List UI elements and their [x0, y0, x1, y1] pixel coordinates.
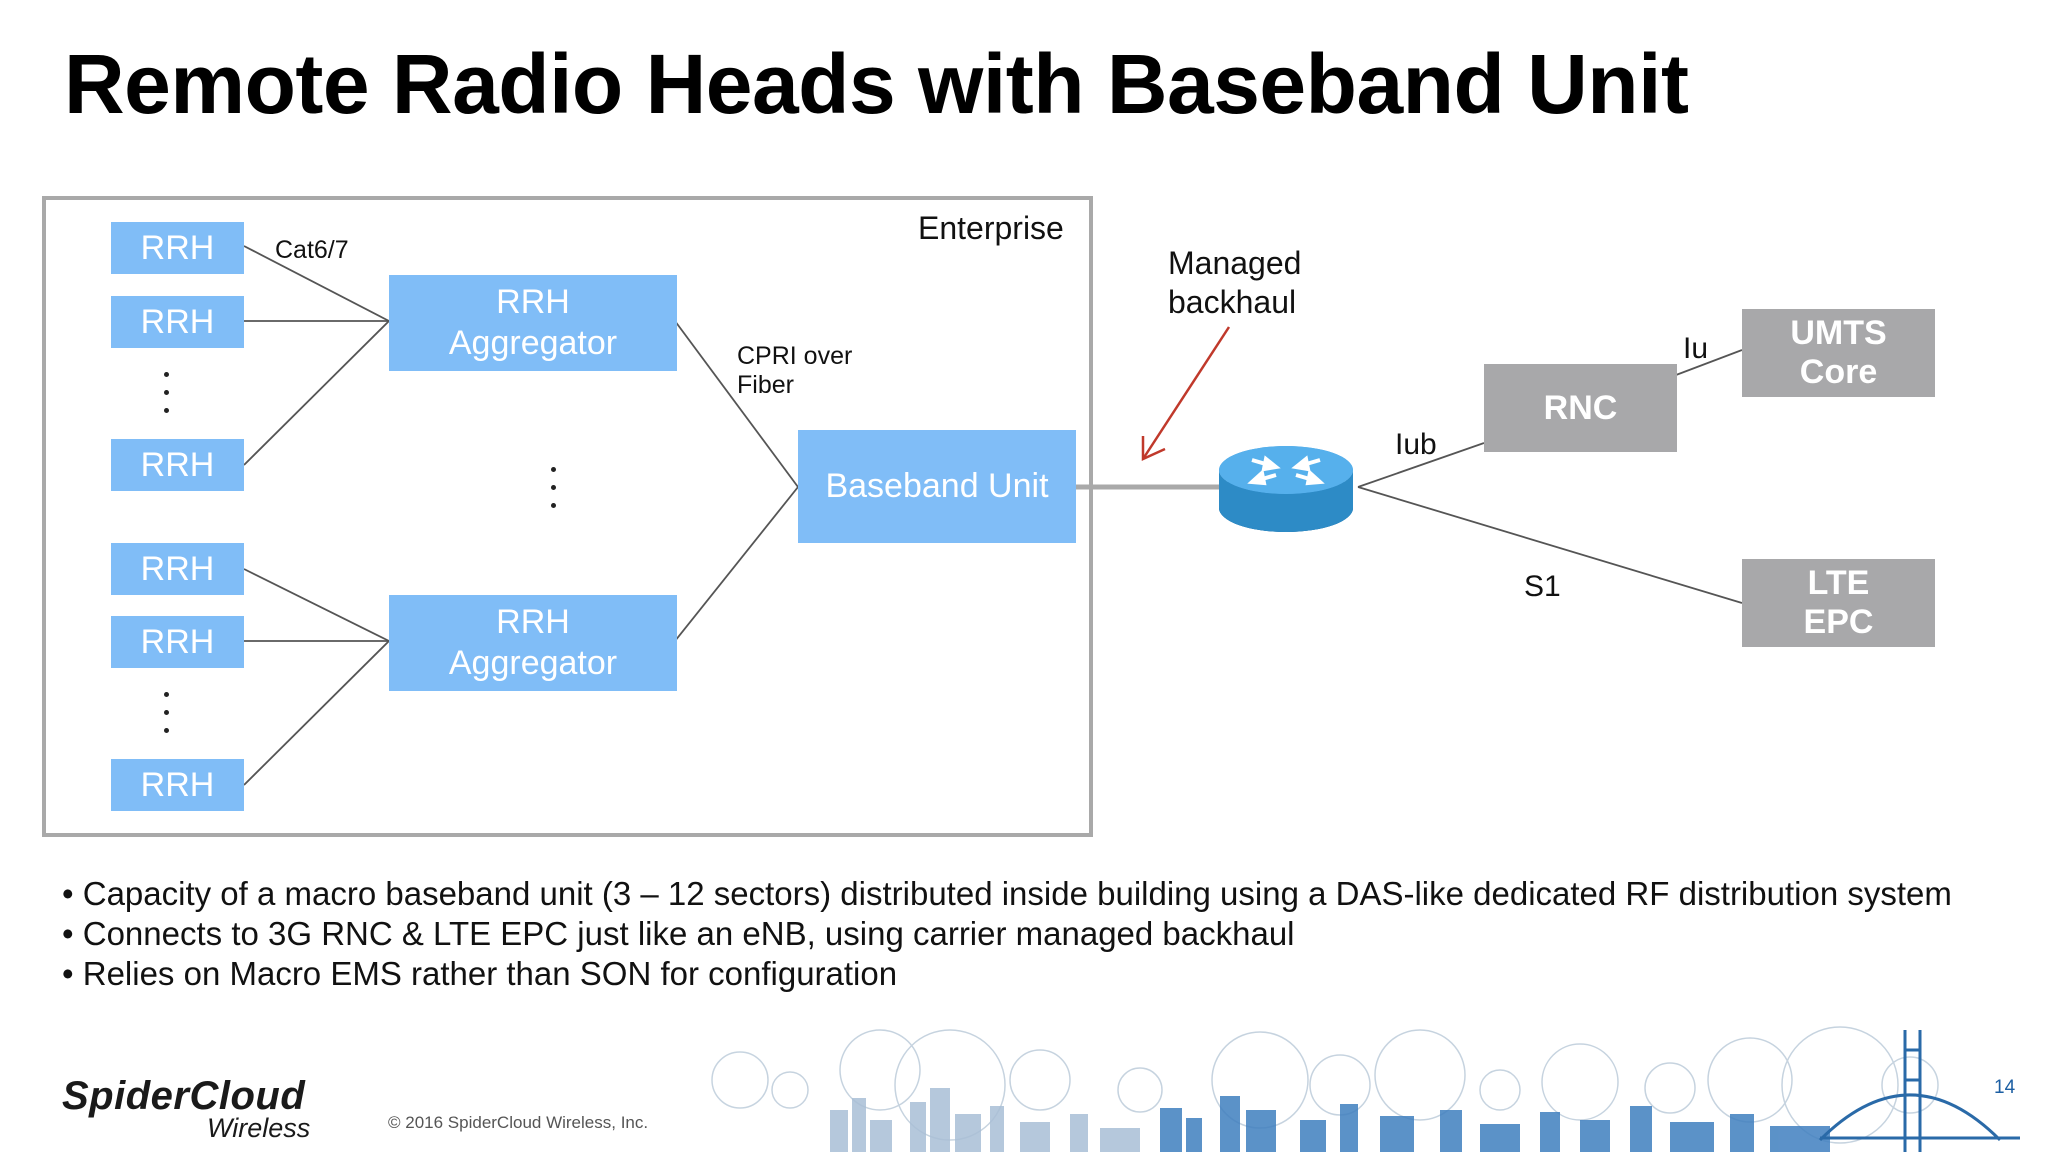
spidercloud-logo: SpiderCloud Wireless [62, 1074, 311, 1143]
link-rrh3-agg1 [243, 320, 390, 466]
page-number: 14 [1994, 1077, 2016, 1098]
cat-link-label: Cat6/7 [275, 236, 349, 264]
bullet-list: • Capacity of a macro baseband unit (3 –… [62, 874, 1952, 994]
router-icon [1219, 446, 1353, 532]
copyright-text: © 2016 SpiderCloud Wireless, Inc. [388, 1113, 649, 1132]
link-router-rnc [1357, 442, 1485, 488]
bullet-item: • Relies on Macro EMS rather than SON fo… [62, 955, 898, 992]
link-agg1-bbu [674, 320, 799, 488]
bullet-item: • Capacity of a macro baseband unit (3 –… [62, 875, 1952, 912]
iub-label: Iub [1395, 428, 1437, 461]
link-router-epc [1357, 486, 1743, 604]
rrh-node: RRH [111, 296, 244, 348]
rrh-node: RRH [111, 439, 244, 491]
rrh-node: RRH [111, 616, 244, 668]
enterprise-boundary [42, 196, 1093, 837]
link-rnc-umts [1675, 349, 1743, 376]
ellipsis-dots [161, 372, 171, 413]
backhaul-arrow [1141, 326, 1231, 461]
rrh-node: RRH [111, 222, 244, 274]
link-rrh1-agg1 [243, 245, 390, 322]
enterprise-label: Enterprise [918, 210, 1064, 246]
ellipsis-dots [548, 467, 558, 508]
bullet-item: • Connects to 3G RNC & LTE EPC just like… [62, 915, 1295, 952]
link-agg2-bbu [674, 486, 799, 642]
link-rrh6-agg2 [243, 640, 390, 786]
iu-label: Iu [1683, 332, 1709, 365]
rnc-node: RNC [1484, 364, 1677, 452]
ellipsis-dots [161, 692, 171, 733]
rrh-node: RRH [111, 759, 244, 811]
link-rrh4-agg2 [243, 568, 390, 642]
slide-title: Remote Radio Heads with Baseband Unit [64, 37, 1689, 131]
skyline-decoration [711, 1026, 2020, 1152]
s1-label: S1 [1524, 570, 1561, 603]
baseband-unit-node: Baseband Unit [798, 430, 1076, 543]
rrh-node: RRH [111, 543, 244, 595]
